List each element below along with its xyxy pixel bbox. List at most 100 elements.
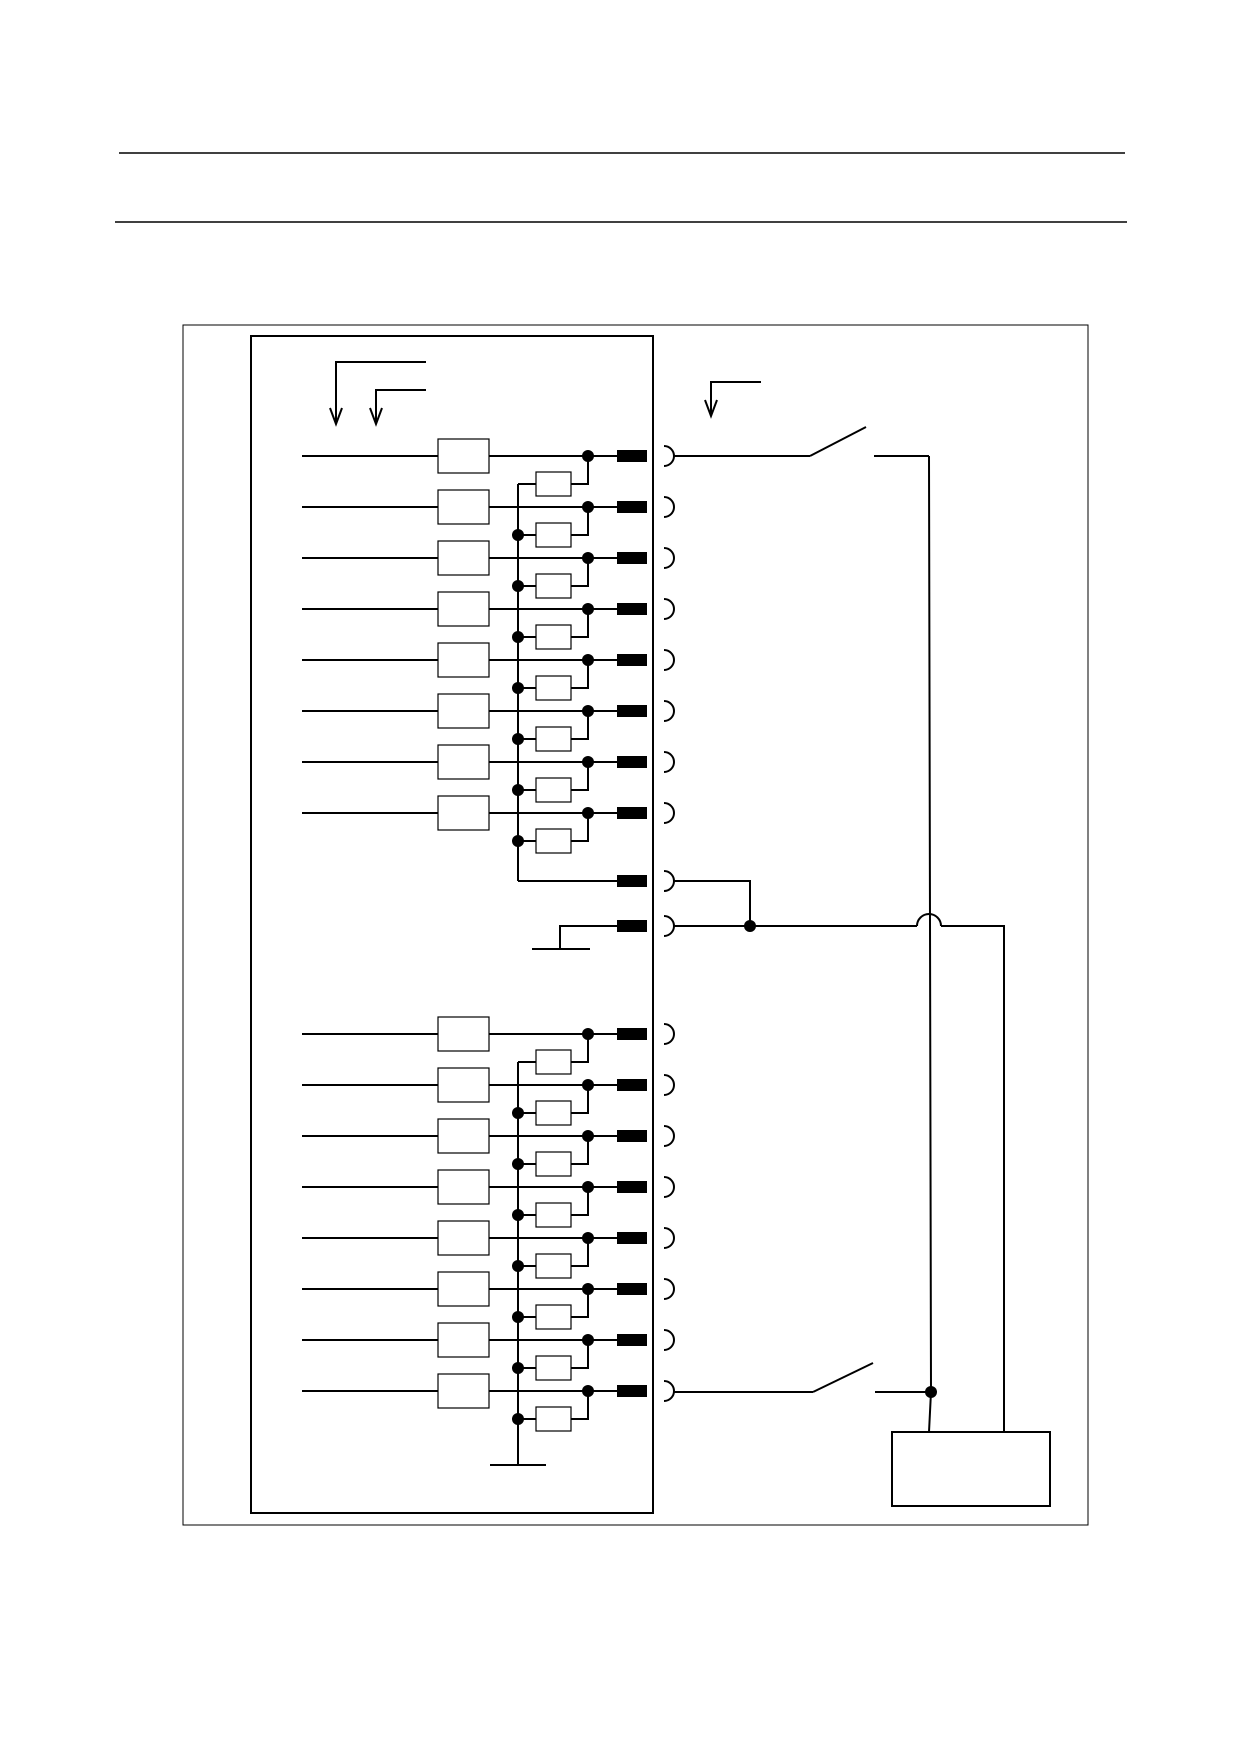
channel-7 — [302, 1322, 675, 1381]
terminal-block — [617, 654, 647, 666]
resistor-box — [535, 1202, 572, 1228]
resistor-lead — [571, 1034, 589, 1063]
common-terminal-2 — [532, 913, 1005, 1432]
input-element-box — [437, 642, 490, 678]
connector-pin — [663, 1125, 675, 1147]
resistor-lead — [571, 609, 589, 638]
terminal-block — [617, 1283, 647, 1295]
channel-1 — [302, 438, 675, 497]
input-element-box — [437, 744, 490, 780]
resistor-box — [535, 1355, 572, 1381]
input-element-box — [437, 1169, 490, 1205]
terminal-block — [617, 807, 647, 819]
resistor-lead — [571, 558, 589, 587]
return-bus — [928, 455, 933, 1433]
resistor-lead — [571, 1340, 589, 1369]
connector-pin — [663, 1023, 675, 1045]
connector-pin — [663, 751, 675, 773]
signal-arrow-2 — [369, 389, 426, 427]
channel-7 — [302, 744, 675, 803]
connector-pin — [663, 1278, 675, 1300]
terminal-block — [617, 705, 647, 717]
terminal-block — [617, 1385, 647, 1397]
resistor-lead — [571, 507, 589, 536]
junction-dot — [925, 1386, 937, 1398]
connector-pin — [663, 547, 675, 569]
terminal-block — [617, 1232, 647, 1244]
connector-pin — [663, 649, 675, 671]
channel-5 — [302, 1220, 675, 1279]
resistor-box — [535, 777, 572, 803]
resistor-box — [535, 726, 572, 752]
input-element-box — [437, 795, 490, 831]
switch-1 — [674, 426, 929, 457]
channel-4 — [302, 591, 675, 650]
resistor-box — [535, 675, 572, 701]
channel-1 — [302, 1016, 675, 1075]
device-box — [891, 1431, 1051, 1507]
connector-pin — [663, 700, 675, 722]
input-element-box — [437, 693, 490, 729]
connector-pin — [663, 1329, 675, 1351]
resistor-box — [535, 1406, 572, 1432]
channel-3 — [302, 1118, 675, 1177]
resistor-lead — [571, 1391, 589, 1420]
resistor-lead — [571, 1085, 589, 1114]
resistor-box — [535, 1253, 572, 1279]
terminal-block — [617, 501, 647, 513]
connector-pin — [663, 1074, 675, 1096]
module-box — [250, 335, 654, 1514]
channel-8 — [302, 795, 675, 854]
terminal-block — [617, 552, 647, 564]
resistor-lead — [571, 1238, 589, 1267]
connector-pin — [663, 1176, 675, 1198]
input-element-box — [437, 489, 490, 525]
input-element-box — [437, 540, 490, 576]
figure-frame — [182, 324, 1089, 1526]
channel-6 — [302, 1271, 675, 1330]
resistor-box — [535, 828, 572, 854]
resistor-lead — [571, 456, 589, 485]
channel-5 — [302, 642, 675, 701]
channel-2 — [302, 1067, 675, 1126]
resistor-lead — [571, 660, 589, 689]
terminal-block — [617, 1334, 647, 1346]
resistor-lead — [571, 711, 589, 740]
connector-pin — [663, 496, 675, 518]
channel-2 — [302, 489, 675, 548]
channel-group-2 — [302, 1016, 675, 1466]
resistor-box — [535, 1100, 572, 1126]
terminal-block — [617, 1130, 647, 1142]
channel-8 — [302, 1373, 675, 1432]
terminal-block — [617, 603, 647, 615]
resistor-box — [535, 1151, 572, 1177]
signal-arrow-3 — [704, 381, 761, 419]
resistor-lead — [571, 762, 589, 791]
terminal-block — [617, 450, 647, 462]
connector-pin — [663, 598, 675, 620]
connector-pin — [663, 1227, 675, 1249]
resistor-box — [535, 522, 572, 548]
connector-pin — [663, 1380, 675, 1402]
terminal-block — [617, 1028, 647, 1040]
junction-dot — [744, 920, 756, 932]
input-element-box — [437, 1220, 490, 1256]
switch-2 — [674, 1362, 931, 1393]
input-element-box — [437, 1322, 490, 1358]
terminal-block — [617, 1181, 647, 1193]
resistor-lead — [571, 1187, 589, 1216]
terminal-block — [617, 756, 647, 768]
channel-4 — [302, 1169, 675, 1228]
input-element-box — [437, 1118, 490, 1154]
terminal-block — [617, 1079, 647, 1091]
resistor-box — [535, 624, 572, 650]
common-terminal-1 — [520, 870, 751, 926]
resistor-lead — [571, 1136, 589, 1165]
resistor-lead — [571, 813, 589, 842]
channel-3 — [302, 540, 675, 599]
input-element-box — [437, 1271, 490, 1307]
input-element-box — [437, 1016, 490, 1052]
input-element-box — [437, 591, 490, 627]
input-element-box — [437, 1067, 490, 1103]
